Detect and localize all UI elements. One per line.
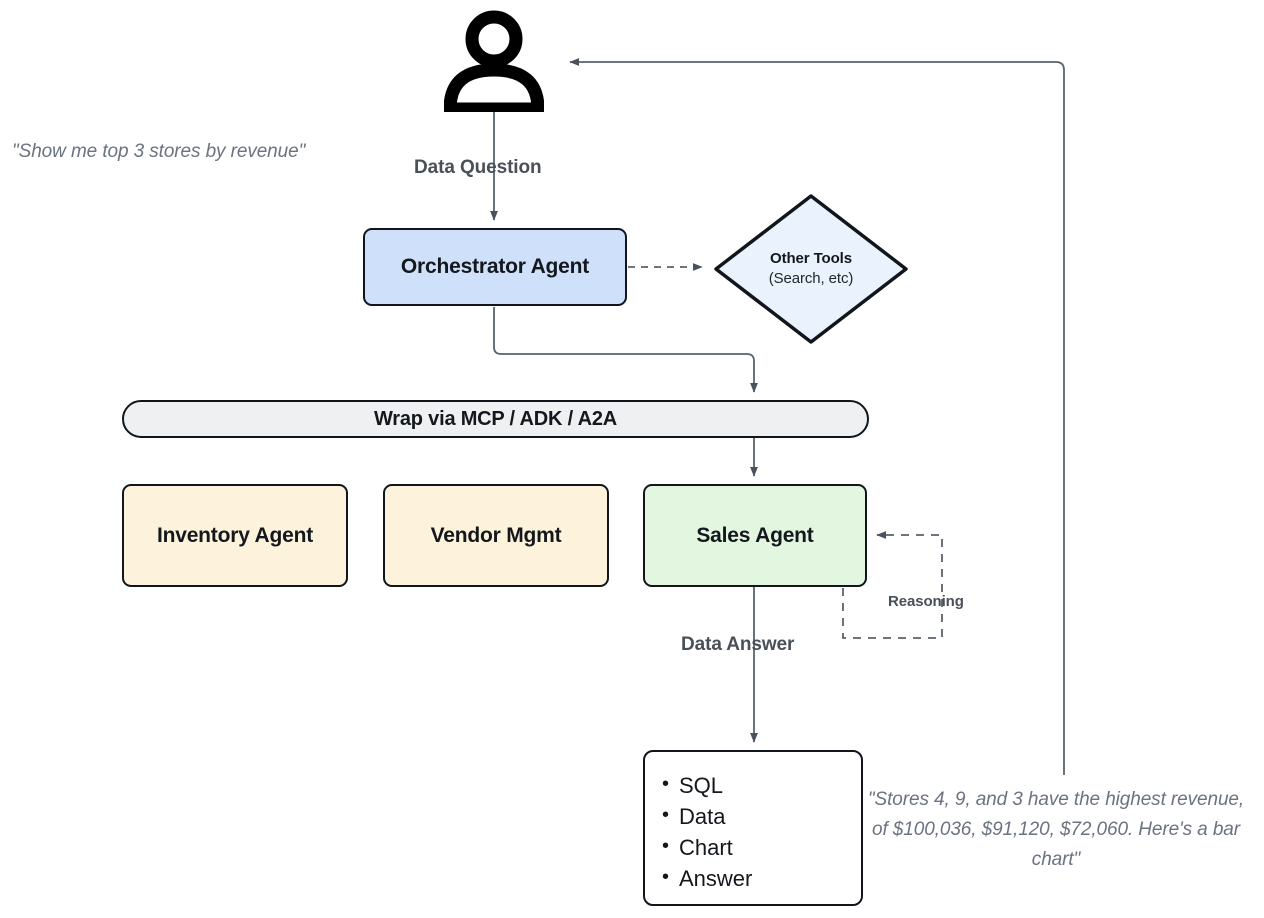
other-tools-node[interactable]: Other Tools (Search, etc)	[710, 190, 912, 348]
list-item: SQL	[662, 769, 861, 801]
list-item: Data	[662, 800, 861, 832]
mcp-wrapper-label: Wrap via MCP / ADK / A2A	[373, 407, 618, 430]
orchestrator-agent-label: Orchestrator Agent	[400, 255, 590, 278]
edge-label-data-question: Data Question	[414, 157, 542, 178]
assistant-answer-quote: "Stores 4, 9, and 3 have the highest rev…	[867, 789, 1245, 870]
diamond-shape	[714, 194, 908, 344]
inventory-agent-node[interactable]: Inventory Agent	[122, 484, 348, 587]
other-tools-title: Other Tools	[770, 250, 852, 268]
person-icon	[443, 8, 545, 116]
mcp-wrapper-bar[interactable]: Wrap via MCP / ADK / A2A	[122, 400, 869, 438]
vendor-mgmt-node[interactable]: Vendor Mgmt	[383, 484, 609, 587]
inventory-agent-label: Inventory Agent	[156, 523, 314, 547]
edge-label-reasoning: Reasoning	[888, 593, 964, 610]
vendor-mgmt-label: Vendor Mgmt	[430, 523, 562, 547]
sales-agent-node[interactable]: Sales Agent	[643, 484, 867, 587]
orchestrator-agent-node[interactable]: Orchestrator Agent	[363, 228, 627, 306]
user-question-quote: "Show me top 3 stores by revenue"	[12, 141, 306, 162]
output-artifacts-node[interactable]: SQL Data Chart Answer	[643, 750, 863, 906]
other-tools-subtitle: (Search, etc)	[768, 270, 854, 287]
sales-agent-label: Sales Agent	[696, 523, 814, 547]
list-item: Chart	[662, 831, 861, 863]
output-artifacts-list: SQL Data Chart Answer	[645, 752, 861, 894]
list-item: Answer	[662, 862, 861, 894]
edge-label-data-answer: Data Answer	[681, 634, 795, 655]
